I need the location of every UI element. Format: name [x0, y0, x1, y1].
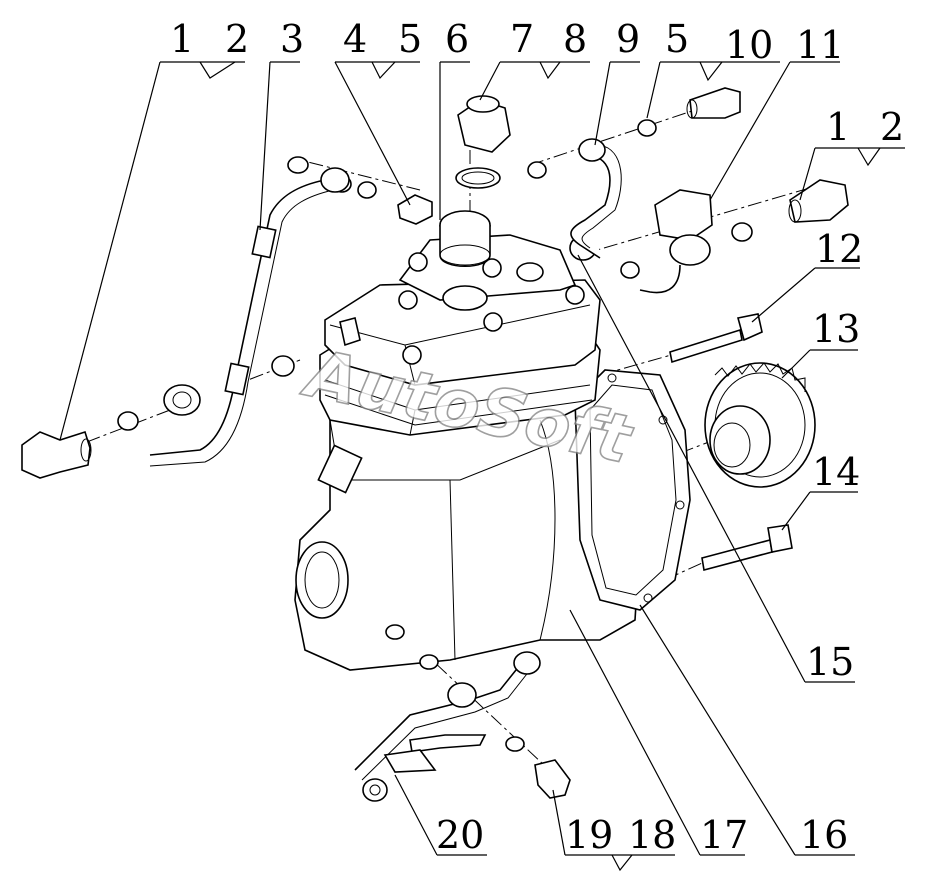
callout-12: 12: [815, 227, 863, 271]
elbow-fitting-11: [639, 189, 713, 294]
callout-4: 4: [343, 17, 367, 61]
callout-18: 18: [628, 813, 676, 857]
banjo-bolt-1-2-right: [788, 179, 849, 223]
callout-2-right: 2: [880, 105, 904, 149]
bolt-14: [701, 524, 793, 571]
seal-washers: [117, 119, 753, 752]
callout-8: 8: [563, 17, 587, 61]
callout-19: 19: [565, 813, 613, 857]
plug-4: [397, 194, 433, 225]
leader-lines: [59, 61, 905, 872]
callout-10: 10: [725, 23, 773, 67]
callout-15: 15: [806, 640, 854, 684]
banjo-bolt-1-2-left: [21, 430, 92, 479]
lubrication-pipe-20: [354, 651, 541, 802]
cylinder-head: [324, 234, 601, 386]
banjo-fitting-7: [457, 95, 511, 153]
callout-2-left: 2: [225, 17, 249, 61]
callout-17: 17: [700, 813, 748, 857]
callout-1-right: 1: [826, 105, 850, 149]
bolt-12: [669, 313, 763, 364]
callout-20: 20: [436, 813, 484, 857]
callout-1-left: 1: [170, 17, 194, 61]
seal-ring-8: [455, 167, 501, 189]
compressor-crankcase: [294, 399, 641, 671]
callout-7: 7: [510, 17, 534, 61]
callout-16: 16: [800, 813, 848, 857]
drive-gear-13: [704, 362, 816, 488]
callout-5-right: 5: [665, 17, 689, 61]
banjo-bolt-18-19: [534, 759, 571, 799]
coolant-pipe-9: [570, 138, 622, 259]
callout-labels: 1 2 3 4 5 6 7 8 9 5 10 11 1 2 12 13 14 1…: [170, 17, 904, 857]
callout-5-left: 5: [398, 17, 422, 61]
banjo-bolt-10: [686, 87, 741, 119]
coolant-pipe-3: [149, 167, 350, 467]
flange-gasket: [574, 369, 691, 611]
callout-6: 6: [445, 17, 469, 61]
outlet-fitting-6: [439, 210, 491, 267]
callout-11: 11: [796, 23, 844, 67]
callout-9: 9: [616, 17, 640, 61]
callout-13: 13: [812, 307, 860, 351]
callout-14: 14: [812, 450, 860, 494]
callout-3: 3: [280, 17, 304, 61]
